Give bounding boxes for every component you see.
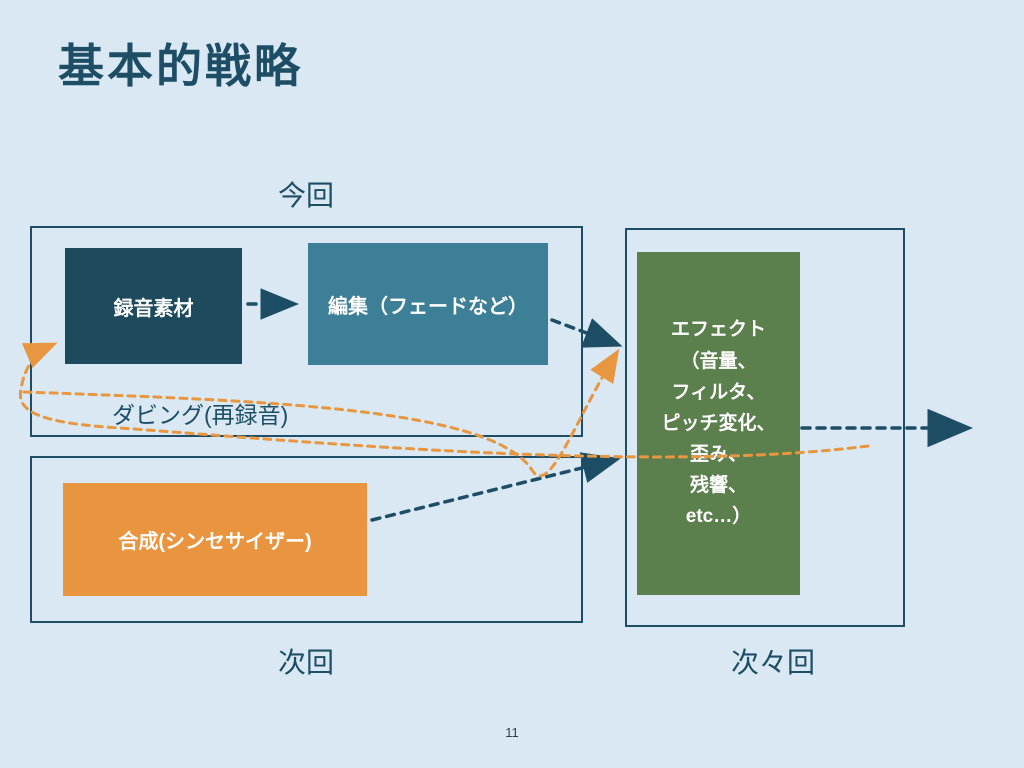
- page-number: 11: [505, 725, 519, 740]
- label-next: 次回: [278, 647, 335, 678]
- label-dubbing: ダビング(再録音): [112, 402, 289, 428]
- label-now: 今回: [278, 180, 335, 211]
- node-effects: エフェクト （音量、 フィルタ、 ピッチ変化、 歪み、 残響、 etc…）: [637, 252, 800, 595]
- node-synthesis: 合成(シンセサイザー): [63, 483, 367, 596]
- node-recording-material: 録音素材: [65, 248, 242, 364]
- slide-title: 基本的戦略: [58, 40, 303, 92]
- label-after-next: 次々回: [731, 647, 816, 678]
- node-editing: 編集（フェードなど）: [308, 243, 548, 365]
